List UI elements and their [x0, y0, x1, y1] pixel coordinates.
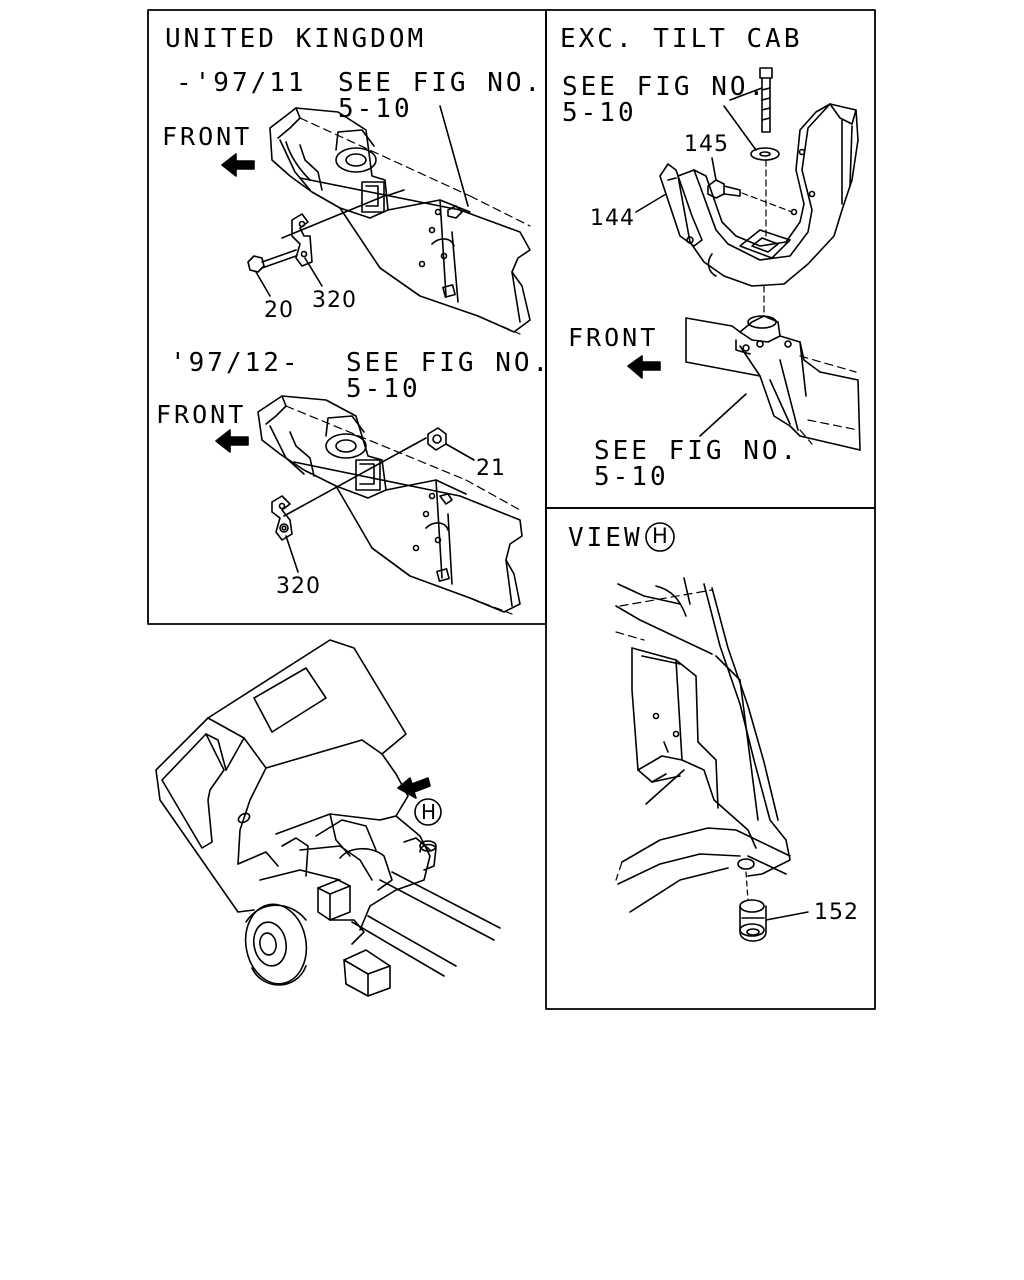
- tilt-cab-mount: [627, 67, 861, 451]
- frame-assembly-lower: [215, 395, 523, 615]
- lower-front-label: FRONT: [156, 400, 247, 429]
- tilt-front-label: FRONT: [568, 323, 659, 352]
- upper-see-fig-label: SEE FIG NO.: [338, 68, 544, 98]
- view-h-detail: [615, 577, 809, 942]
- callout-20: 20: [264, 298, 294, 323]
- panel-tilt-title: EXC. TILT CAB: [560, 24, 803, 54]
- circled-h-markers: [414, 522, 675, 826]
- tilt-see-fig-top-label: SEE FIG NO.: [562, 72, 768, 102]
- tilt-see-fig-bottom-number: 5-10: [594, 462, 669, 492]
- panel-frames: [147, 9, 876, 1010]
- tilt-see-fig-bottom-label: SEE FIG NO.: [594, 436, 800, 466]
- truck-marker-letter: H: [421, 800, 437, 824]
- upper-front-label: FRONT: [162, 122, 253, 151]
- frame-assembly-upper: [221, 105, 531, 335]
- truck-overview: [155, 639, 501, 997]
- upper-see-fig-number: 5-10: [338, 94, 413, 124]
- panel-uk-title: UNITED KINGDOM: [165, 24, 427, 54]
- callout-144: 144: [590, 206, 635, 231]
- upper-period-label: -'97/11: [176, 68, 307, 98]
- panel-view-title: VIEW: [568, 523, 643, 553]
- view-marker-letter: H: [652, 524, 668, 548]
- callout-320-upper: 320: [312, 288, 357, 313]
- callout-21: 21: [476, 456, 506, 481]
- tilt-see-fig-top-number: 5-10: [562, 98, 637, 128]
- callout-145: 145: [684, 132, 729, 157]
- lower-see-fig-label: SEE FIG NO.: [346, 348, 552, 378]
- lower-see-fig-number: 5-10: [346, 374, 421, 404]
- lower-period-label: '97/12-: [170, 348, 301, 378]
- callout-152: 152: [814, 900, 859, 925]
- callout-320-lower: 320: [276, 574, 321, 599]
